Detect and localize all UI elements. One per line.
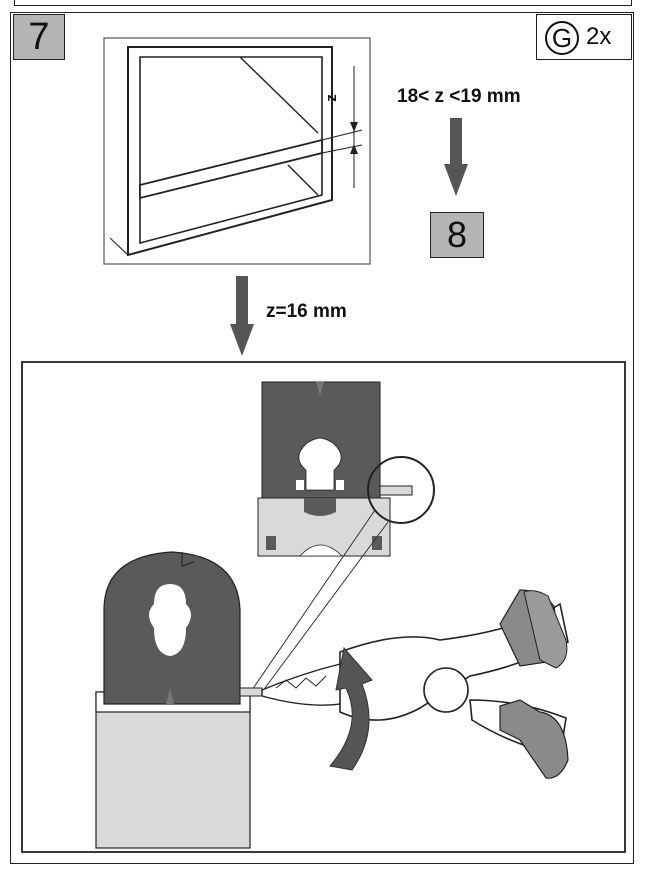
arrow-down-cut <box>230 276 254 356</box>
arrow-to-next-step <box>444 118 468 196</box>
next-step-number: 8 <box>446 214 468 255</box>
part-letter-circle: G <box>545 21 579 55</box>
part-reference-box: G 2x <box>536 14 632 60</box>
step-number-box: 7 <box>13 14 65 60</box>
dimension-z-symbol: z <box>323 94 340 102</box>
bracket-on-block <box>95 551 263 849</box>
bracket-detail <box>251 381 435 693</box>
part-quantity: 2x <box>586 23 612 50</box>
part-letter: G <box>551 23 573 53</box>
top-frame-edge <box>14 0 632 6</box>
range-label: 18< z <19 mm <box>397 86 521 107</box>
rotation-arrow <box>329 646 373 771</box>
step-frame <box>10 12 634 864</box>
frame-diagram <box>103 37 371 265</box>
cut-label: z=16 mm <box>266 301 347 322</box>
next-step-box[interactable]: 8 <box>430 212 484 258</box>
step-number: 7 <box>28 16 50 58</box>
